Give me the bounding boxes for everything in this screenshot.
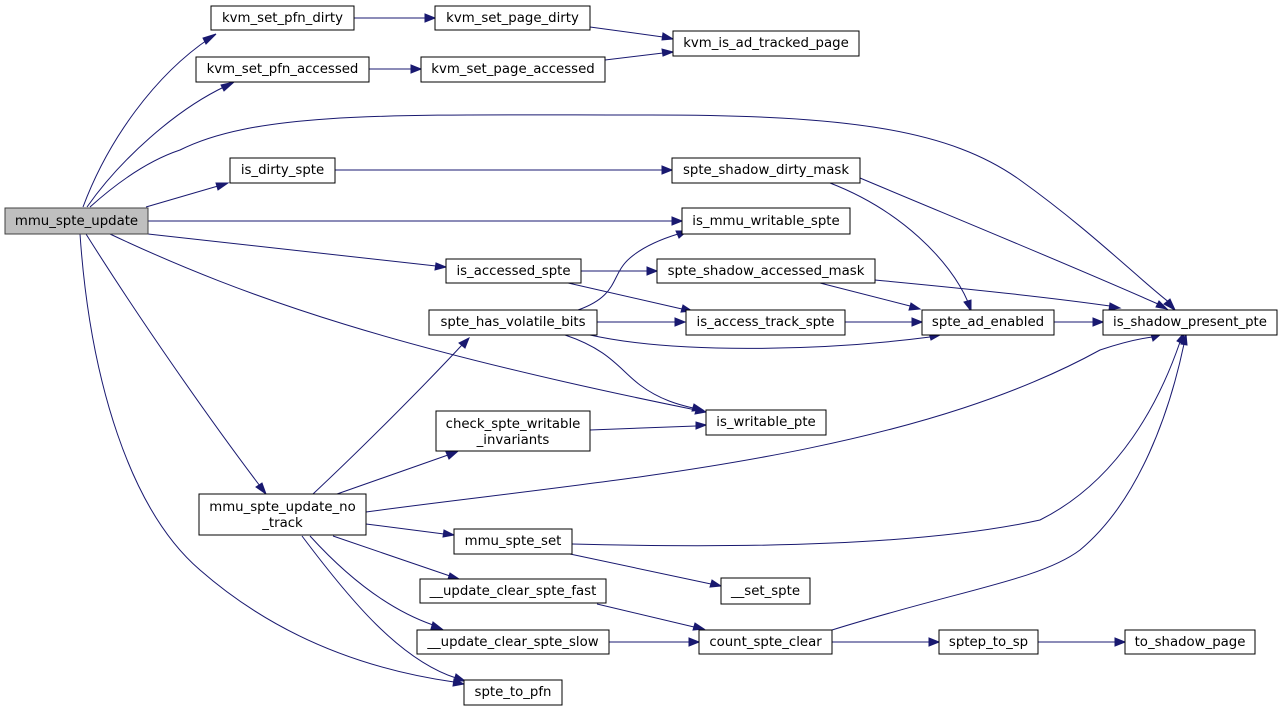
edge-sptep-to-sp-to-to-shadow-page [1038,637,1127,647]
node-label: spte_shadow_accessed_mask [668,264,865,279]
node-label: to_shadow_page [1135,635,1246,650]
edge-mmu-spte-update-no-track-to-update-clear-spte-fast [332,535,461,580]
node-kvm-set-page-accessed[interactable]: kvm_set_page_accessed [420,56,606,83]
node-is-dirty-spte[interactable]: is_dirty_spte [229,157,336,184]
node-spte-shadow-accessed-mask[interactable]: spte_shadow_accessed_mask [656,258,876,284]
node-label: __update_clear_spte_slow [426,635,598,650]
edge-mmu-spte-update-to-is-dirty-spte [145,182,230,208]
node-set-spte[interactable]: __set_spte [720,577,811,605]
edge-mmu-spte-update-to-is-accessed-spte [147,233,448,271]
node-mmu-spte-set[interactable]: mmu_spte_set [453,528,573,555]
edge-spte-shadow-dirty-mask-to-spte-ad-enabled [829,182,972,313]
edge-spte-ad-enabled-to-is-shadow-present-pte [1054,317,1105,327]
node-count-spte-clear[interactable]: count_spte_clear [698,629,833,655]
node-label: mmu_spte_update [15,214,138,229]
node-label: spte_ad_enabled [932,315,1044,330]
edge-mmu-spte-update-no-track-to-spte-has-volatile-bits [312,336,470,495]
edge-mmu-spte-update-to-mmu-spte-update-no-track [85,233,268,496]
edge-is-accessed-spte-to-spte-shadow-accessed-mask [581,266,659,276]
node-spte-has-volatile-bits[interactable]: spte_has_volatile_bits [428,309,598,336]
edge-check-spte-writable-invariants-to-is-writable-pte [589,421,708,431]
node-label: count_spte_clear [709,635,822,650]
node-is-mmu-writable-spte[interactable]: is_mmu_writable_spte [681,207,851,235]
edge-kvm-set-page-dirty-to-kvm-is-ad-tracked-page [589,26,675,41]
node-label: spte_shadow_dirty_mask [683,163,849,178]
edge-mmu-spte-update-to-kvm-set-pfn-dirty [82,33,217,208]
node-mmu-spte-update-no-track[interactable]: mmu_spte_update_no _track [198,493,367,536]
node-is-shadow-present-pte[interactable]: is_shadow_present_pte [1102,309,1278,336]
node-label-line-2: _track [261,516,303,531]
node-label-line-2: _invariants [476,433,550,448]
node-update-clear-spte-fast[interactable]: __update_clear_spte_fast [419,578,607,604]
edge-mmu-spte-set-to-set-spte [569,553,723,588]
edge-mmu-spte-update-to-kvm-set-pfn-accessed [86,81,236,208]
node-spte-to-pfn[interactable]: spte_to_pfn [463,679,563,706]
edge-update-clear-spte-slow-to-count-spte-clear [609,637,701,647]
node-label: is_shadow_present_pte [1113,315,1267,330]
node-spte-shadow-dirty-mask[interactable]: spte_shadow_dirty_mask [671,157,861,184]
node-kvm-set-pfn-dirty[interactable]: kvm_set_pfn_dirty [210,5,355,31]
node-update-clear-spte-slow[interactable]: __update_clear_spte_slow [416,629,610,655]
node-sptep-to-sp[interactable]: sptep_to_sp [938,629,1039,655]
node-label: kvm_set_page_dirty [446,11,579,26]
nodes: mmu_spte_update kvm_set_pfn_dirty kvm_se… [4,5,1278,706]
edge-kvm-set-pfn-accessed-to-kvm-set-page-accessed [369,64,423,74]
node-label: is_access_track_spte [697,315,835,330]
edge-mmu-spte-update-no-track-to-update-clear-spte-slow [309,535,444,630]
node-label: is_dirty_spte [241,163,324,178]
edge-mmu-spte-update-no-track-to-spte-to-pfn [301,535,467,682]
node-is-writable-pte[interactable]: is_writable_pte [705,409,827,436]
node-label: kvm_set_pfn_accessed [207,62,359,77]
node-label: is_mmu_writable_spte [692,214,839,229]
node-kvm-set-page-dirty[interactable]: kvm_set_page_dirty [434,5,591,31]
node-spte-ad-enabled[interactable]: spte_ad_enabled [921,309,1055,336]
edge-is-dirty-spte-to-spte-shadow-dirty-mask [335,165,674,175]
edge-mmu-spte-update-to-is-writable-pte [109,233,708,415]
edge-spte-shadow-accessed-mask-to-spte-ad-enabled [819,282,922,311]
node-is-access-track-spte[interactable]: is_access_track_spte [685,309,846,336]
edge-count-spte-clear-to-is-shadow-present-pte [831,332,1188,631]
node-label: __update_clear_spte_fast [429,584,597,599]
edge-kvm-set-page-accessed-to-kvm-is-ad-tracked-page [604,48,675,61]
node-is-accessed-spte[interactable]: is_accessed_spte [445,258,582,284]
node-label-line-1: mmu_spte_update_no [209,500,355,515]
node-label: kvm_set_pfn_dirty [222,11,343,26]
edge-spte-shadow-dirty-mask-to-is-shadow-present-pte [859,177,1169,310]
edge-mmu-spte-update-to-is-mmu-writable-spte [148,216,684,226]
edge-mmu-spte-update-no-track-to-mmu-spte-set [365,523,456,538]
edge-mmu-spte-set-to-is-shadow-present-pte [571,331,1185,547]
node-label-line-1: check_spte_writable [446,417,581,432]
edge-update-clear-spte-fast-to-count-spte-clear [596,603,706,631]
edge-kvm-set-pfn-dirty-to-kvm-set-page-dirty [354,13,437,23]
node-label: is_writable_pte [716,415,815,430]
node-kvm-set-pfn-accessed[interactable]: kvm_set_pfn_accessed [195,56,370,83]
node-mmu-spte-update[interactable]: mmu_spte_update [4,207,149,235]
node-label: kvm_set_page_accessed [431,62,594,77]
node-label: sptep_to_sp [949,635,1028,650]
node-to-shadow-page[interactable]: to_shadow_page [1124,629,1256,655]
edge-spte-has-volatile-bits-to-is-writable-pte [564,334,705,412]
edge-count-spte-clear-to-sptep-to-sp [832,637,941,647]
edge-spte-has-volatile-bits-to-is-access-track-spte [597,317,687,327]
edge-mmu-spte-update-to-is-shadow-present-pte-top [89,114,1177,312]
edge-spte-shadow-accessed-mask-to-is-shadow-present-pte [874,279,1122,311]
node-label: is_accessed_spte [456,264,570,279]
node-label: mmu_spte_set [465,534,562,549]
edge-mmu-spte-update-no-track-to-check-spte-writable-invariants [336,451,459,495]
node-kvm-is-ad-tracked-page[interactable]: kvm_is_ad_tracked_page [672,30,860,57]
node-label: spte_has_volatile_bits [440,315,585,330]
edge-is-access-track-spte-to-spte-ad-enabled [845,317,924,327]
node-label: spte_to_pfn [475,685,552,700]
node-label: kvm_is_ad_tracked_page [683,36,849,51]
node-check-spte-writable-invariants[interactable]: check_spte_writable _invariants [435,410,591,452]
edge-mmu-spte-update-to-spte-to-pfn [79,233,466,687]
edges [79,13,1188,687]
node-label: __set_spte [730,584,800,599]
edge-is-accessed-spte-to-is-access-track-spte [554,279,694,313]
